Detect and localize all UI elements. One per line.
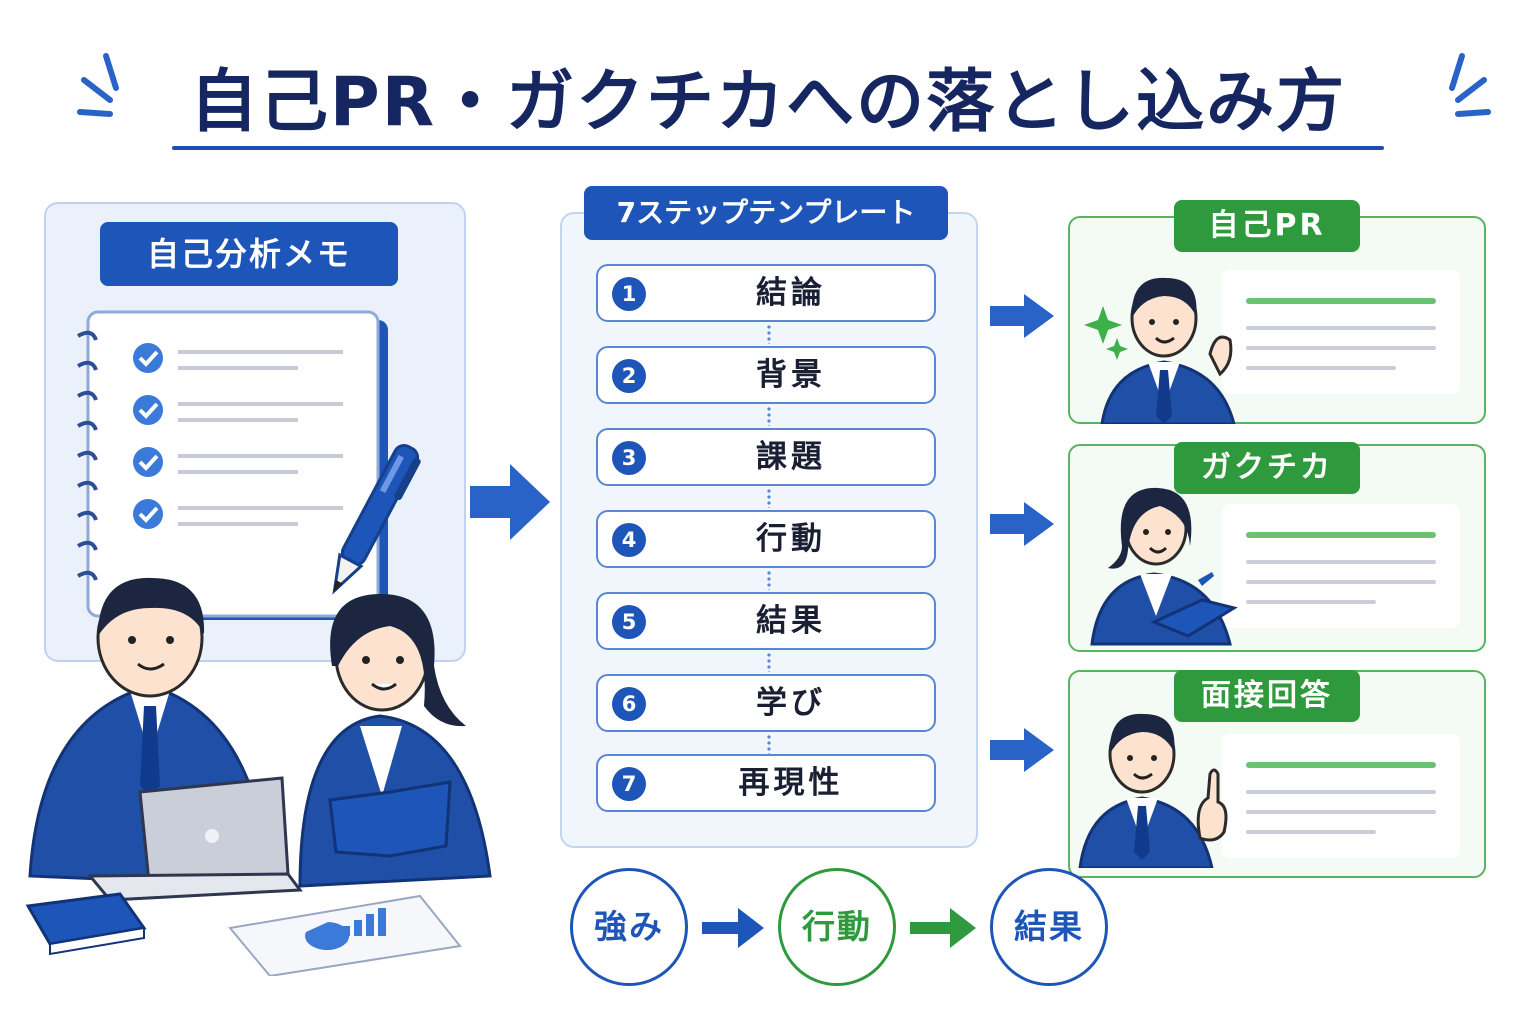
arrow-right-icon [990, 502, 1054, 546]
step-number: 2 [612, 359, 646, 393]
document-lines [1222, 504, 1460, 628]
step-4: 4 行動 [596, 510, 936, 568]
step-label: 背景 [756, 357, 826, 393]
arrow-right-icon [702, 908, 764, 948]
step-label: 結果 [756, 603, 826, 639]
arrow-right-icon [470, 464, 550, 540]
title-underline [172, 146, 1384, 150]
student-pointing-icon [1078, 713, 1228, 868]
document-lines [1222, 270, 1460, 394]
step-3: 3 課題 [596, 428, 936, 486]
step-label: 行動 [756, 521, 826, 557]
student-woman-icon [1090, 487, 1238, 646]
step-number: 3 [612, 441, 646, 475]
step-number: 6 [612, 687, 646, 721]
template-label: 7ステップテンプレート [584, 186, 948, 240]
output-label: ガクチカ [1174, 442, 1360, 494]
students-illustration [20, 577, 520, 976]
page-title: 自己PR・ガクチカへの落とし込み方 [189, 63, 1347, 142]
student-man-icon [1084, 277, 1236, 424]
step-number: 7 [612, 767, 646, 801]
burst-left-icon [77, 53, 119, 117]
burst-right-icon [1449, 53, 1491, 117]
step-label: 課題 [756, 439, 826, 475]
step-number: 5 [612, 605, 646, 639]
arrow-right-icon [990, 294, 1054, 338]
step-connector [767, 734, 771, 754]
flow-result: 結果 [990, 868, 1108, 986]
flow-strength: 強み [570, 868, 688, 986]
step-number: 4 [612, 523, 646, 557]
step-connector [767, 652, 771, 672]
flow-action: 行動 [778, 868, 896, 986]
step-5: 5 結果 [596, 592, 936, 650]
step-number: 1 [612, 277, 646, 311]
step-1: 1 結論 [596, 264, 936, 322]
arrow-right-icon [990, 728, 1054, 772]
step-label: 再現性 [738, 765, 844, 801]
step-connector [767, 406, 771, 426]
step-2: 2 背景 [596, 346, 936, 404]
step-6: 6 学び [596, 674, 936, 732]
arrow-right-icon [910, 908, 976, 948]
pen-icon [332, 443, 421, 595]
memo-label: 自己分析メモ [100, 222, 398, 286]
step-connector [767, 570, 771, 590]
step-connector [767, 488, 771, 508]
step-label: 結論 [756, 275, 826, 311]
output-label: 自己PR [1174, 200, 1360, 252]
step-connector [767, 324, 771, 344]
output-label: 面接回答 [1174, 670, 1360, 722]
document-lines [1222, 734, 1460, 858]
notebook-icon [77, 310, 388, 620]
step-label: 学び [756, 685, 826, 721]
step-7: 7 再現性 [596, 754, 936, 812]
